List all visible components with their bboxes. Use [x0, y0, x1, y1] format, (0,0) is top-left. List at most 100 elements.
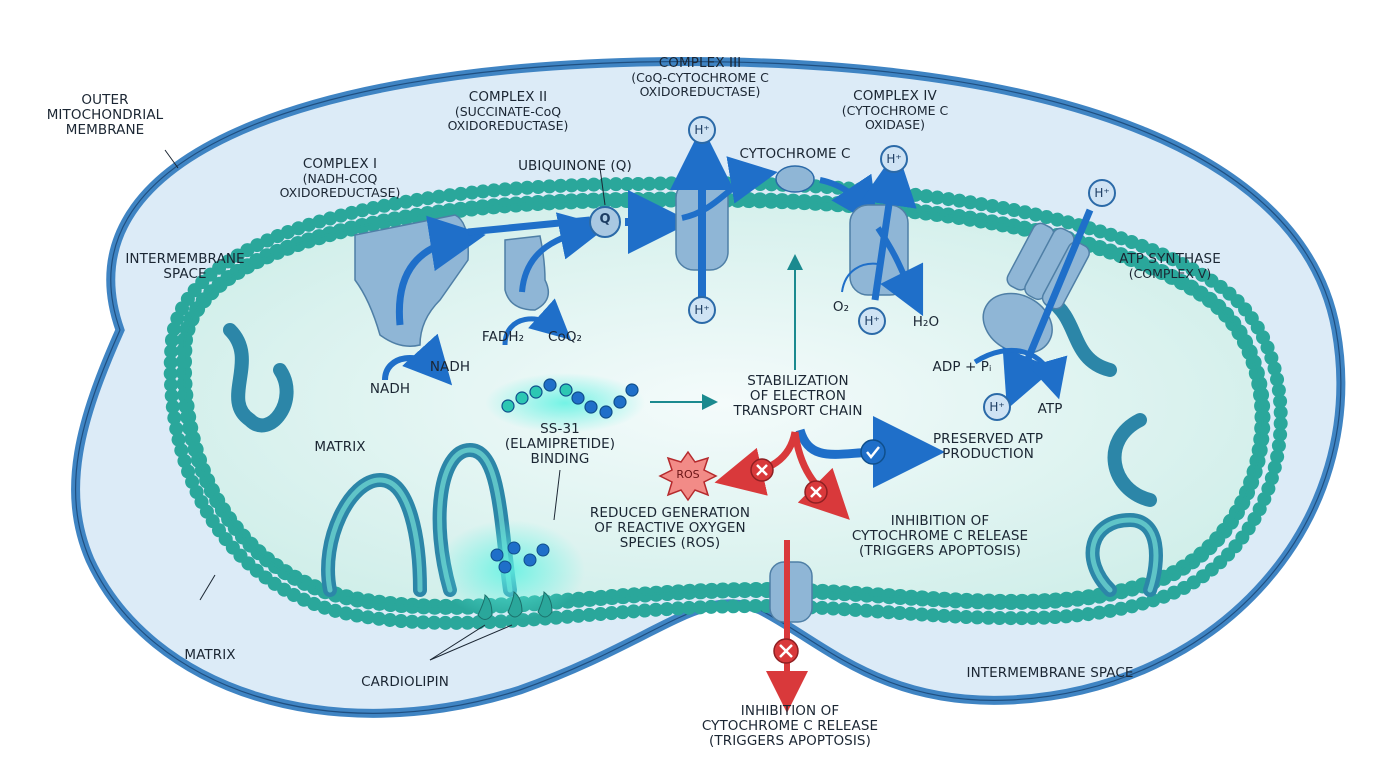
cytochrome-c [775, 165, 815, 193]
proton-icon-atp-bottom: H⁺ [983, 393, 1011, 421]
label-line: INTERMEMBRANE [125, 251, 245, 267]
label-complex-1: COMPLEX I (NADH-COQ OXIDOREDUCTASE) [260, 156, 420, 201]
label-line: NADH [429, 359, 471, 375]
cytc-release-inhibition-arrow [791, 431, 850, 520]
nadh-arrow [382, 333, 453, 386]
label-line: (TRIGGERS APOPTOSIS) [709, 733, 871, 750]
label-cardiolipin: CARDIOLIPIN [335, 674, 475, 690]
label-line: SS-31 [540, 421, 580, 437]
label-line: MITOCHONDRIAL [46, 107, 164, 124]
label-line: O₂ [832, 299, 850, 315]
complex-name: COMPLEX III [658, 55, 742, 71]
label-line: TRANSPORT CHAIN [733, 403, 863, 420]
proton-icon-c4-bottom: H⁺ [858, 307, 886, 335]
label-line: ADP + Pᵢ [932, 359, 992, 375]
label-reduced-ros: REDUCED GENERATION OF REACTIVE OXYGEN SP… [580, 505, 760, 552]
label-line: (ELAMIPRETIDE) [504, 436, 616, 453]
ros-burst-icon [658, 450, 718, 502]
complex-sub: (COMPLEX V) [1128, 266, 1212, 282]
label-line: OF REACTIVE OXYGEN [594, 520, 746, 537]
label-nadh-in: NADH [360, 381, 420, 397]
proton-arrow-atp [1002, 208, 1094, 410]
label-ros-badge: ROS [676, 468, 700, 481]
label-ss31: SS-31 (ELAMIPRETIDE) BINDING [490, 421, 630, 468]
check-icon [860, 439, 886, 465]
label-atp-synthase: ATP SYNTHASE (COMPLEX V) [1100, 251, 1240, 282]
label-inhibition-inner: INHIBITION OF CYTOCHROME C RELEASE (TRIG… [840, 513, 1040, 560]
label-line: ATP [1037, 401, 1063, 417]
label-line: PRESERVED ATP [932, 431, 1044, 447]
label-line: OF ELECTRON [749, 388, 847, 405]
label-line: CYTOCHROME C RELEASE [851, 528, 1029, 545]
label-line: MATRIX [184, 647, 236, 663]
label-line: STABILIZATION [747, 373, 849, 389]
label-line: H₂O [912, 314, 940, 330]
label-h2o: H₂O [906, 314, 946, 330]
label-line: CARDIOLIPIN [361, 674, 449, 690]
label-line: MEMBRANE [65, 122, 145, 139]
adp-atp-arc [973, 347, 1068, 400]
ubiquinone-q [589, 206, 621, 238]
water-arrow [875, 226, 924, 317]
complex-name: COMPLEX I [302, 156, 378, 172]
label-complex-3: COMPLEX III (CoQ-CYTOCHROME C OXIDOREDUC… [610, 55, 790, 100]
complex-sub: (CoQ-CYTOCHROME C [631, 70, 769, 86]
label-line: CoQ₂ [547, 329, 583, 345]
label-complex-4: COMPLEX IV (CYTOCHROME C OXIDASE) [820, 88, 970, 133]
label-stabilization: STABILIZATION OF ELECTRON TRANSPORT CHAI… [718, 373, 878, 420]
complex-sub: (NADH-COQ [302, 171, 378, 187]
cardiolipin-molecules [477, 590, 553, 620]
label-line: REDUCED GENERATION [589, 505, 751, 521]
label-intermembrane-space-bottom: INTERMEMBRANE SPACE [940, 665, 1160, 681]
label-line: MATRIX [314, 439, 366, 455]
label-matrix-bottom: MATRIX [170, 647, 250, 663]
label-q-symbol: Q [599, 212, 611, 227]
label-adp-pi: ADP + Pᵢ [922, 359, 1002, 375]
label-line: (TRIGGERS APOPTOSIS) [859, 543, 1021, 560]
label-preserved-atp: PRESERVED ATP PRODUCTION [918, 431, 1058, 463]
label-nadh-out: NADH [420, 359, 480, 375]
label-line: PRODUCTION [942, 446, 1034, 463]
proton-icon-c3-bottom: H⁺ [688, 296, 716, 324]
label-matrix-center: MATRIX [300, 439, 380, 455]
proton-icon-atp-top: H⁺ [1088, 179, 1116, 207]
complex-sub: (SUCCINATE-CoQ [454, 104, 562, 120]
label-line: SPACE [163, 266, 207, 283]
label-complex-2: COMPLEX II (SUCCINATE-CoQ OXIDOREDUCTASE… [428, 89, 588, 134]
proton-icon-c4-top: H⁺ [880, 145, 908, 173]
complex-name: COMPLEX II [468, 89, 548, 105]
label-atp: ATP [1030, 401, 1070, 417]
proton-icon-c3-top: H⁺ [688, 116, 716, 144]
complex-name: COMPLEX IV [853, 88, 937, 104]
complex-sub: OXIDASE) [865, 117, 925, 133]
label-ubiquinone: UBIQUINONE (Q) [505, 158, 645, 174]
complex-sub: OXIDOREDUCTASE) [639, 84, 761, 100]
label-line: UBIQUINONE (Q) [518, 158, 632, 174]
label-coq2: CoQ₂ [540, 329, 590, 345]
complex-sub: (CYTOCHROME C [841, 103, 949, 119]
label-outer-membrane: OUTER MITOCHONDRIAL MEMBRANE [40, 92, 170, 139]
label-fadh2: FADH₂ [468, 329, 538, 345]
label-line: SPECIES (ROS) [619, 535, 721, 552]
label-line: INTERMEMBRANE SPACE [966, 665, 1134, 681]
label-line: FADH₂ [481, 329, 525, 345]
label-line: INHIBITION OF [740, 703, 840, 719]
electron-arrow-c2 [519, 212, 608, 293]
complex-sub: OXIDOREDUCTASE) [279, 185, 401, 201]
label-cytochrome-c: CYTOCHROME C [730, 146, 860, 162]
ss31-peptide [501, 378, 639, 419]
label-inhibition-outer: INHIBITION OF CYTOCHROME C RELEASE (TRIG… [690, 703, 890, 750]
release-channel [769, 561, 813, 623]
label-line: BINDING [530, 451, 590, 468]
o2-arc [841, 262, 879, 293]
complex-name: ATP SYNTHASE [1119, 251, 1221, 267]
complex-sub: OXIDOREDUCTASE) [447, 118, 569, 134]
label-line: NADH [369, 381, 411, 397]
label-line: CYTOCHROME C [739, 146, 851, 162]
fadh2-arrow [502, 298, 572, 346]
c3-to-cytc-arrow [681, 156, 778, 221]
label-intermembrane-space-top: INTERMEMBRANE SPACE [120, 251, 250, 283]
label-o2: O₂ [826, 299, 856, 315]
label-line: INHIBITION OF [890, 513, 990, 529]
